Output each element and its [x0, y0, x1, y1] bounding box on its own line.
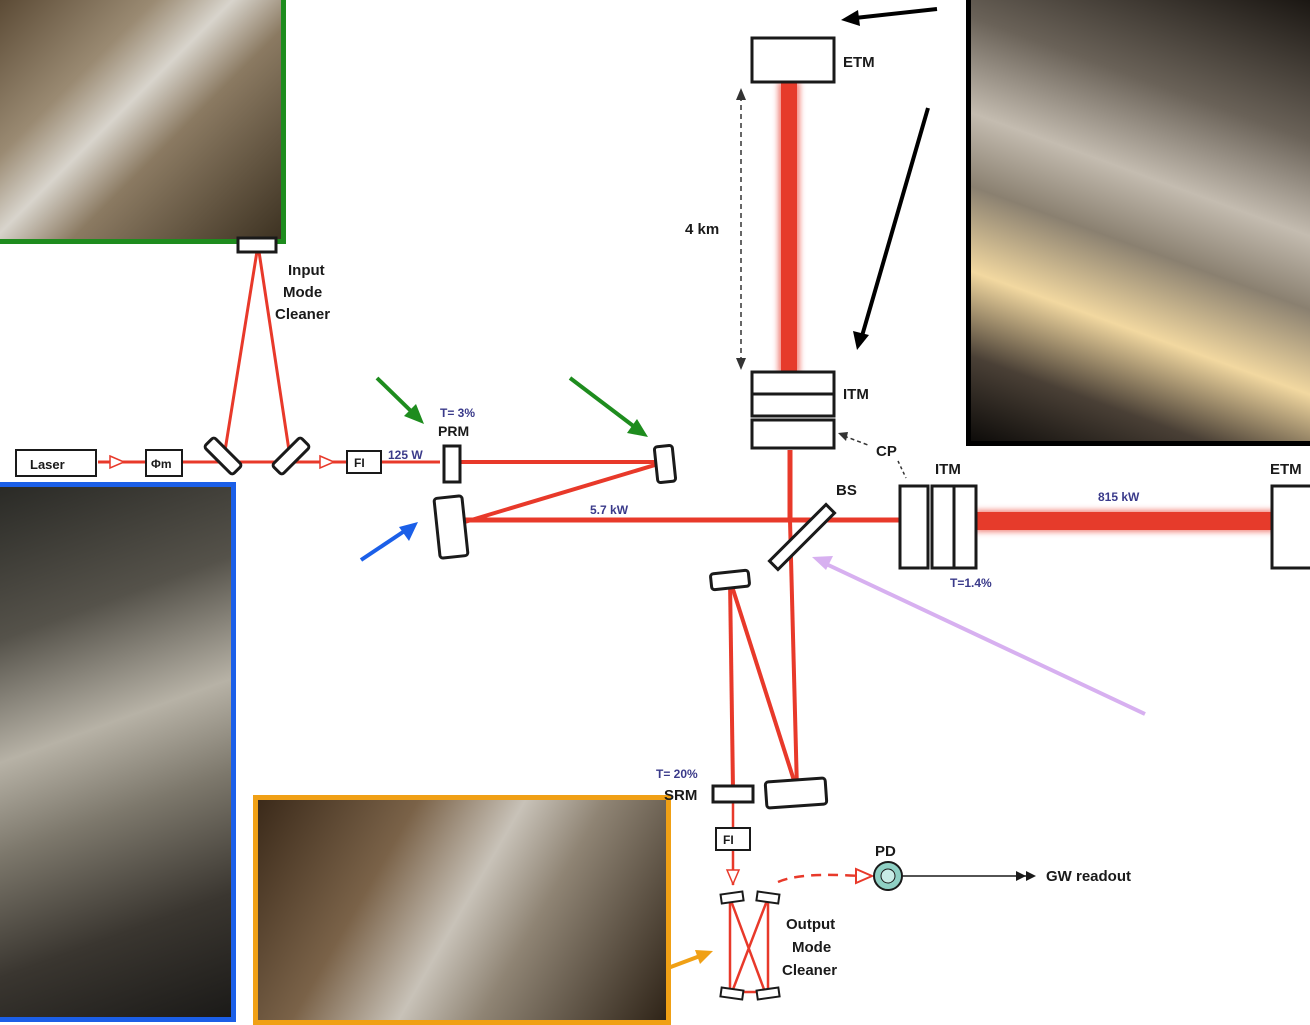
omc-to-pd-beam: [778, 875, 860, 882]
blue-arrow-pr3: [361, 530, 406, 560]
beam-arrow: [320, 456, 334, 468]
gw-readout-label: GW readout: [1046, 868, 1131, 885]
omc-label-line1: Output: [786, 916, 835, 933]
cp-right-plate: [900, 486, 928, 568]
omc-beam: [730, 898, 768, 992]
omc-mirror-br: [757, 988, 780, 1000]
bs-down-beam: [790, 520, 797, 790]
cp-pointer: [844, 436, 868, 445]
etm-right-label: ETM: [1270, 461, 1302, 478]
etm-right-mirror: [1272, 486, 1310, 568]
pr2-mirror: [654, 445, 676, 483]
srm-label: SRM: [664, 787, 697, 804]
imc-mirror-left: [204, 437, 242, 475]
fold-beam: [458, 462, 665, 524]
etm-top-label: ETM: [843, 54, 875, 71]
pd-label: PD: [875, 843, 896, 860]
laser-label: Laser: [30, 457, 65, 472]
omc-mirror-tr: [756, 892, 779, 904]
phase-mod-label: Φm: [151, 457, 172, 471]
prm-label: PRM: [438, 423, 469, 439]
orange-arrow-omc: [668, 956, 700, 968]
srm-mirror: [713, 786, 753, 802]
x-arm-beam: [975, 512, 1275, 530]
itm-right-label: ITM: [935, 461, 961, 478]
beam-arrow: [727, 870, 739, 884]
y-arm-beam: [781, 82, 797, 374]
imc-mirror-right: [272, 437, 310, 475]
cp-label: CP: [876, 443, 897, 460]
cp-top-plate: [752, 420, 834, 448]
imc-label-line2: Mode: [283, 284, 322, 301]
sr-fold-beam-2: [730, 580, 733, 790]
prm-mirror: [444, 446, 460, 482]
recycling-power: 5.7 kW: [590, 503, 629, 517]
omc-label-line3: Cleaner: [782, 962, 837, 979]
sr2-mirror: [710, 570, 749, 590]
etm-top-mirror: [752, 38, 834, 82]
black-arrow-etm: [855, 9, 937, 18]
callout-arrows: [361, 9, 1145, 968]
omc-label-line2: Mode: [792, 939, 831, 956]
imc-beam: [224, 245, 290, 457]
itm-right-transmission: T=1.4%: [950, 576, 992, 590]
imc-label-line3: Cleaner: [275, 306, 330, 323]
arm-length-label: 4 km: [685, 221, 719, 238]
imc-label-line1: Input: [288, 262, 325, 279]
black-arrow-itm: [862, 108, 928, 336]
pr3-mirror: [434, 496, 468, 559]
sr3-mirror: [765, 778, 827, 808]
omc-mirror-tl: [721, 892, 744, 904]
output-fi-label: FI: [723, 833, 734, 847]
sr-fold-beam-1: [730, 580, 797, 790]
omc-mirror-bl: [720, 988, 743, 1000]
green-arrow-pr2: [570, 378, 636, 428]
green-arrow-prm: [377, 378, 414, 414]
input-fi-label: FI: [354, 456, 365, 470]
itm-top-label: ITM: [843, 386, 869, 403]
srm-transmission: T= 20%: [656, 767, 698, 781]
imc-mirror-top: [238, 238, 276, 252]
prm-transmission: T= 3%: [440, 406, 475, 420]
arm-power: 815 kW: [1098, 490, 1140, 504]
beam-arrow: [110, 456, 124, 468]
beam-paths: [98, 82, 1275, 992]
prm-power: 125 W: [388, 448, 423, 462]
bs-label: BS: [836, 482, 857, 499]
